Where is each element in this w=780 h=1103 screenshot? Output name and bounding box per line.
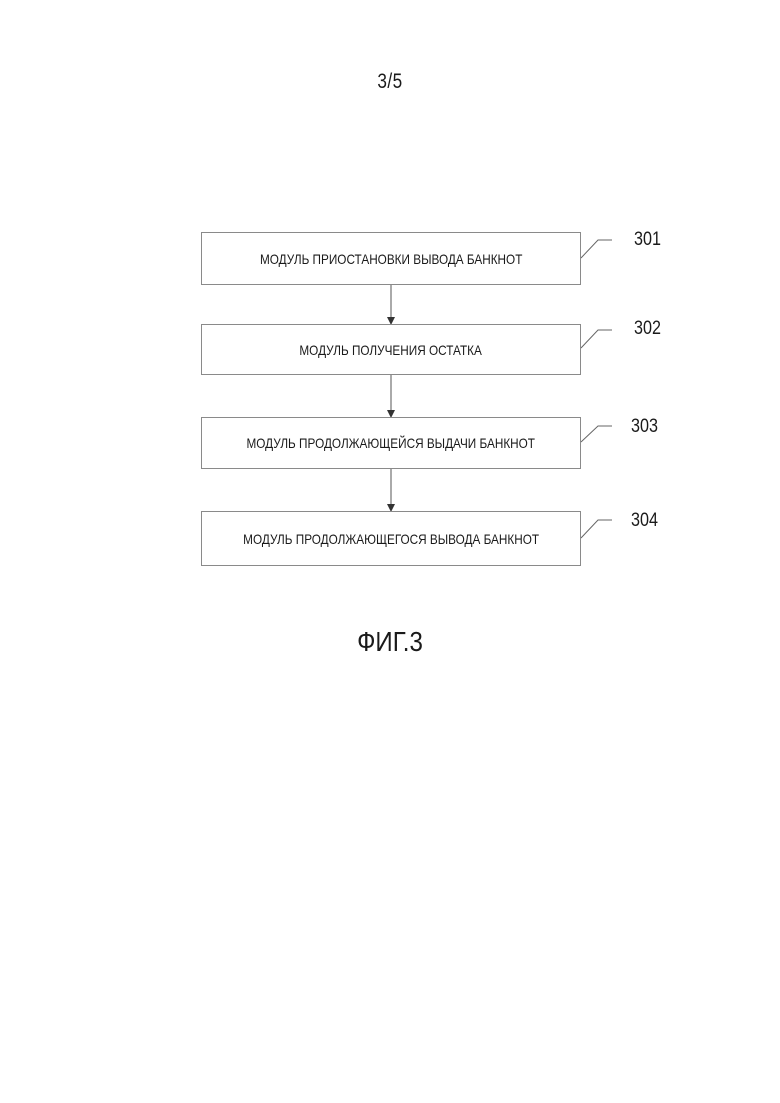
block-label: МОДУЛЬ ПРОДОЛЖАЮЩЕГОСЯ ВЫВОДА БАНКНОТ: [243, 531, 539, 547]
block-301: МОДУЛЬ ПРИОСТАНОВКИ ВЫВОДА БАНКНОТ: [201, 232, 581, 285]
block-label: МОДУЛЬ ПРОДОЛЖАЮЩЕЙСЯ ВЫДАЧИ БАНКНОТ: [247, 435, 536, 451]
leader-line-304: [581, 520, 612, 538]
leader-line-301: [581, 240, 612, 258]
block-304: МОДУЛЬ ПРОДОЛЖАЮЩЕГОСЯ ВЫВОДА БАНКНОТ: [201, 511, 581, 566]
block-302: МОДУЛЬ ПОЛУЧЕНИЯ ОСТАТКА: [201, 324, 581, 375]
block-303: МОДУЛЬ ПРОДОЛЖАЮЩЕЙСЯ ВЫДАЧИ БАНКНОТ: [201, 417, 581, 469]
ref-number-302: 302: [634, 318, 661, 340]
leader-line-303: [581, 426, 612, 442]
block-label: МОДУЛЬ ПОЛУЧЕНИЯ ОСТАТКА: [300, 342, 482, 358]
leader-line-302: [581, 330, 612, 348]
block-label: МОДУЛЬ ПРИОСТАНОВКИ ВЫВОДА БАНКНОТ: [260, 251, 522, 267]
figure-caption: ФИГ.3: [55, 626, 726, 658]
ref-number-301: 301: [634, 229, 661, 251]
ref-number-304: 304: [631, 510, 658, 532]
ref-number-303: 303: [631, 416, 658, 438]
